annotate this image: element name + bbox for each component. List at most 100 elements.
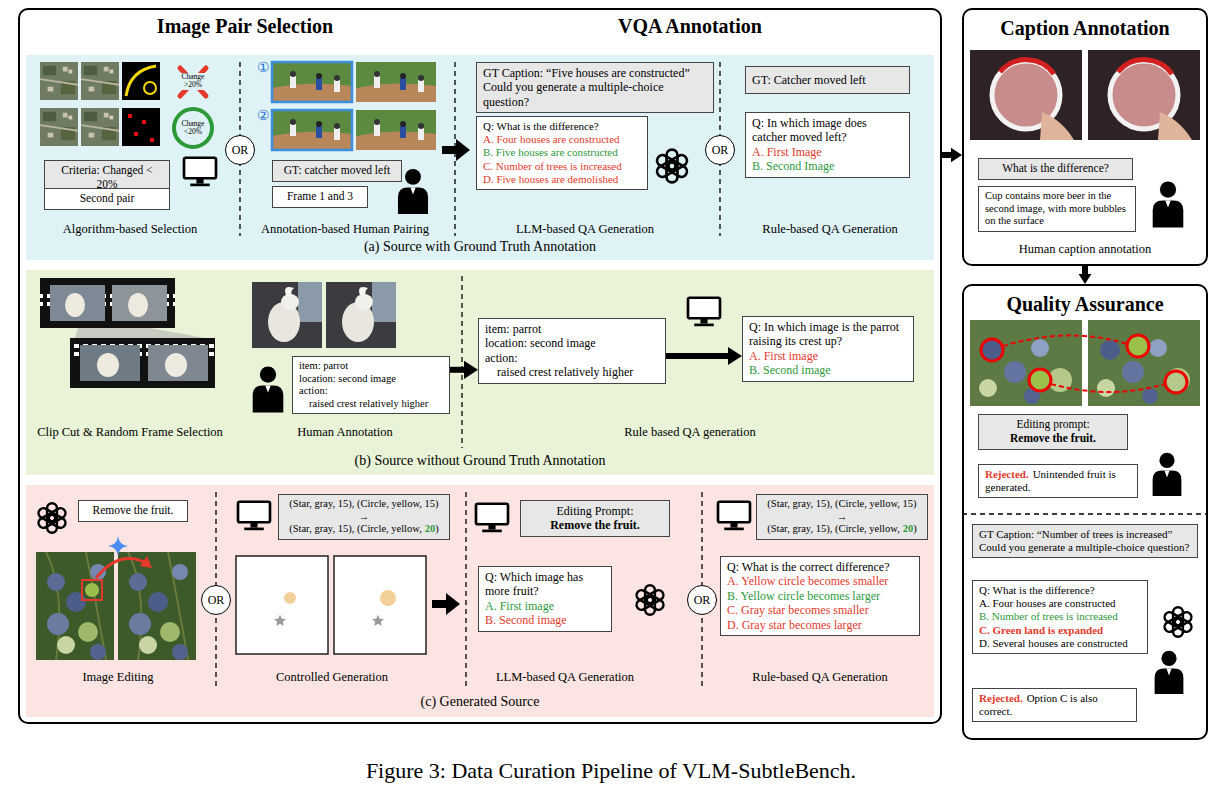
band-caption: (a) Source with Ground Truth Annotation [364,239,596,256]
quality-assurance-art [970,320,1200,694]
text-line: (Star, gray, 15), (Circle, yellow, 15) [285,498,443,511]
box-text: B. Yellow circle becomes larger [727,589,913,603]
or-circle: OR [705,135,735,165]
annotation-label: Human Annotation [297,425,392,439]
text-line: Rejected.Option C is also correct. [979,692,1130,718]
label-anchor: Algorithm-based Selection [63,222,197,236]
box-text: Q: In which image is the parrot raising … [749,320,907,349]
text-anchor: Caption Annotation [1000,16,1170,40]
or-text: OR [208,593,225,607]
annotation-label: ② [257,108,270,124]
label-anchor: Change >20% [177,73,209,90]
box-text: A. Yellow circle becomes smaller [727,574,913,588]
qa-box: Q: In which image does catcher moved lef… [745,112,910,178]
text-anchor: Image Pair Selection [157,14,333,38]
box-text: GT Caption: “Number of trees is increase… [979,528,1191,554]
annotation-label: Rule based QA generation [624,425,756,439]
box-text: D. Five houses are demolished [483,173,641,186]
box-text: → [763,511,921,524]
label-anchor: LLM-based QA Generation [496,670,634,684]
box-text: A. First image [485,599,605,613]
text-anchor: VQA Annotation [618,14,762,38]
box-text: Rejected. [985,468,1029,480]
box-text: (Star, gray, 15), (Circle, yellow, [767,523,900,534]
text-line: action: [485,351,659,365]
text-line: A. First image [485,599,605,613]
panel-heading: Image Pair Selection [157,14,333,38]
text-line: Q: In which image does catcher moved lef… [752,116,903,145]
label-anchor: Change <20% [178,120,208,137]
box-text: B. Second image [749,363,907,377]
text-line: Q: What is the correct difference? [727,560,913,574]
label-anchor: Rule based QA generation [624,425,756,439]
speech-bubble: Second pair [44,188,170,210]
label-anchor: Clip Cut & Random Frame Selection [37,425,223,439]
box-text: D. Several houses are constructed [979,637,1141,650]
box-text: Frame 1 and 3 [279,190,361,204]
annotation-label: Image Editing [82,670,153,684]
prompt-box: GT Caption: “Number of trees is increase… [972,524,1198,558]
box-text: B. Five houses are constructed [483,146,641,159]
label-anchor: Human Annotation [297,425,392,439]
arrow-head [951,148,962,162]
label-anchor: Image Editing [82,670,153,684]
annotation-label: Human caption annotation [1019,242,1152,256]
box-text: Editing Prompt: [527,504,663,518]
caption-anchor: Figure 3: Data Curation Pipeline of VLM-… [366,758,856,784]
box-text: (Star, gray, 15), (Circle, yellow, 15) [285,498,443,511]
text-line: location: second image [485,336,659,350]
text-anchor: Quality Assurance [1006,292,1163,316]
box-text: ) [435,523,439,534]
label-anchor: ① [257,60,270,76]
annotation-label: LLM-based QA Generation [496,670,634,684]
label-anchor: Rule-based QA Generation [762,222,897,236]
or-circle: OR [225,135,255,165]
box-text: (Star, gray, 15), (Circle, yellow, 15) [763,498,921,511]
box-text: C. Green land is expanded [979,624,1141,637]
text-line: Q: What is the difference? [979,584,1141,597]
label-anchor: Annotation-based Human Pairing [261,222,429,236]
main-panel: Image Pair Selection VQA Annotation (a) So… [18,8,942,724]
text-line: Q: What is the difference? [483,120,641,133]
question-box: What is the difference? [978,158,1133,180]
text-anchor: (a) Source with Ground Truth Annotation [364,239,596,256]
band-fills [26,55,934,717]
attribute-box: (Star, gray, 15), (Circle, yellow, 15)→(… [756,494,928,540]
panel-heading: Quality Assurance [1006,292,1163,316]
text-line: Q: Which image has more fruit? [485,570,605,599]
arrow-head [728,347,742,365]
text-line: B. Five houses are constructed [483,146,641,159]
text-line: (Star, gray, 15), (Circle, yellow, 15) [763,498,921,511]
text-line: OR [232,143,249,157]
box-text: 20 [903,523,914,534]
box-text: GT: Catcher moved left [752,73,903,87]
dashed-dividers [216,62,1208,690]
text-line: → [285,511,443,524]
or-circle: OR [201,585,231,615]
arrow-head [464,361,478,379]
text-line: B. Number of trees is increased [979,610,1141,623]
box-text: A. Four houses are constructed [483,133,641,146]
label-anchor: ② [257,108,270,124]
label-anchor: LLM-based QA Generation [516,222,654,236]
text-line: B. Second image [749,363,907,377]
text-line: A. First image [749,349,907,363]
text-line: action: [299,385,443,398]
panel-heading: VQA Annotation [618,14,762,38]
label-anchor: Controlled Generation [276,670,388,684]
text-line: A. Yellow circle becomes smaller [727,574,913,588]
qa-box: Q: What is the difference?A. Four houses… [972,580,1148,654]
annotation-label: Clip Cut & Random Frame Selection [37,425,223,439]
arrow-shaft [942,152,952,158]
text-line: → [763,511,921,524]
band-caption: (b) Source without Ground Truth Annotati… [355,453,606,470]
flow-arrow [666,347,742,365]
box-text: Q: What is the difference? [483,120,641,133]
arrow-shaft [666,353,729,359]
box-text: What is the difference? [985,162,1126,176]
attribute-box: (Star, gray, 15), (Circle, yellow, 15)→(… [278,494,450,540]
text-line: D. Several houses are constructed [979,637,1141,650]
box-text: A. First image [749,349,907,363]
or-text: OR [694,593,711,607]
box-text: C. Number of trees is increased [483,160,641,173]
